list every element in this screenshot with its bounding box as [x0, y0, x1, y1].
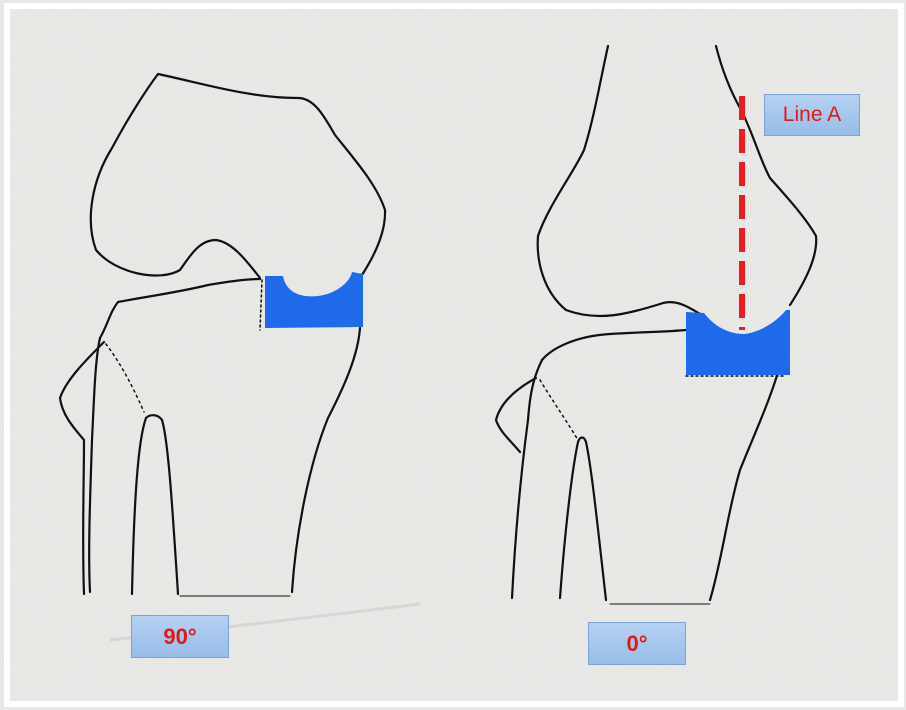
angle-label-0: 0°: [588, 622, 686, 665]
line-a-label: Line A: [764, 94, 860, 136]
angle-label-90: 90°: [131, 615, 229, 658]
fibula-shaft-rear: [83, 440, 84, 594]
